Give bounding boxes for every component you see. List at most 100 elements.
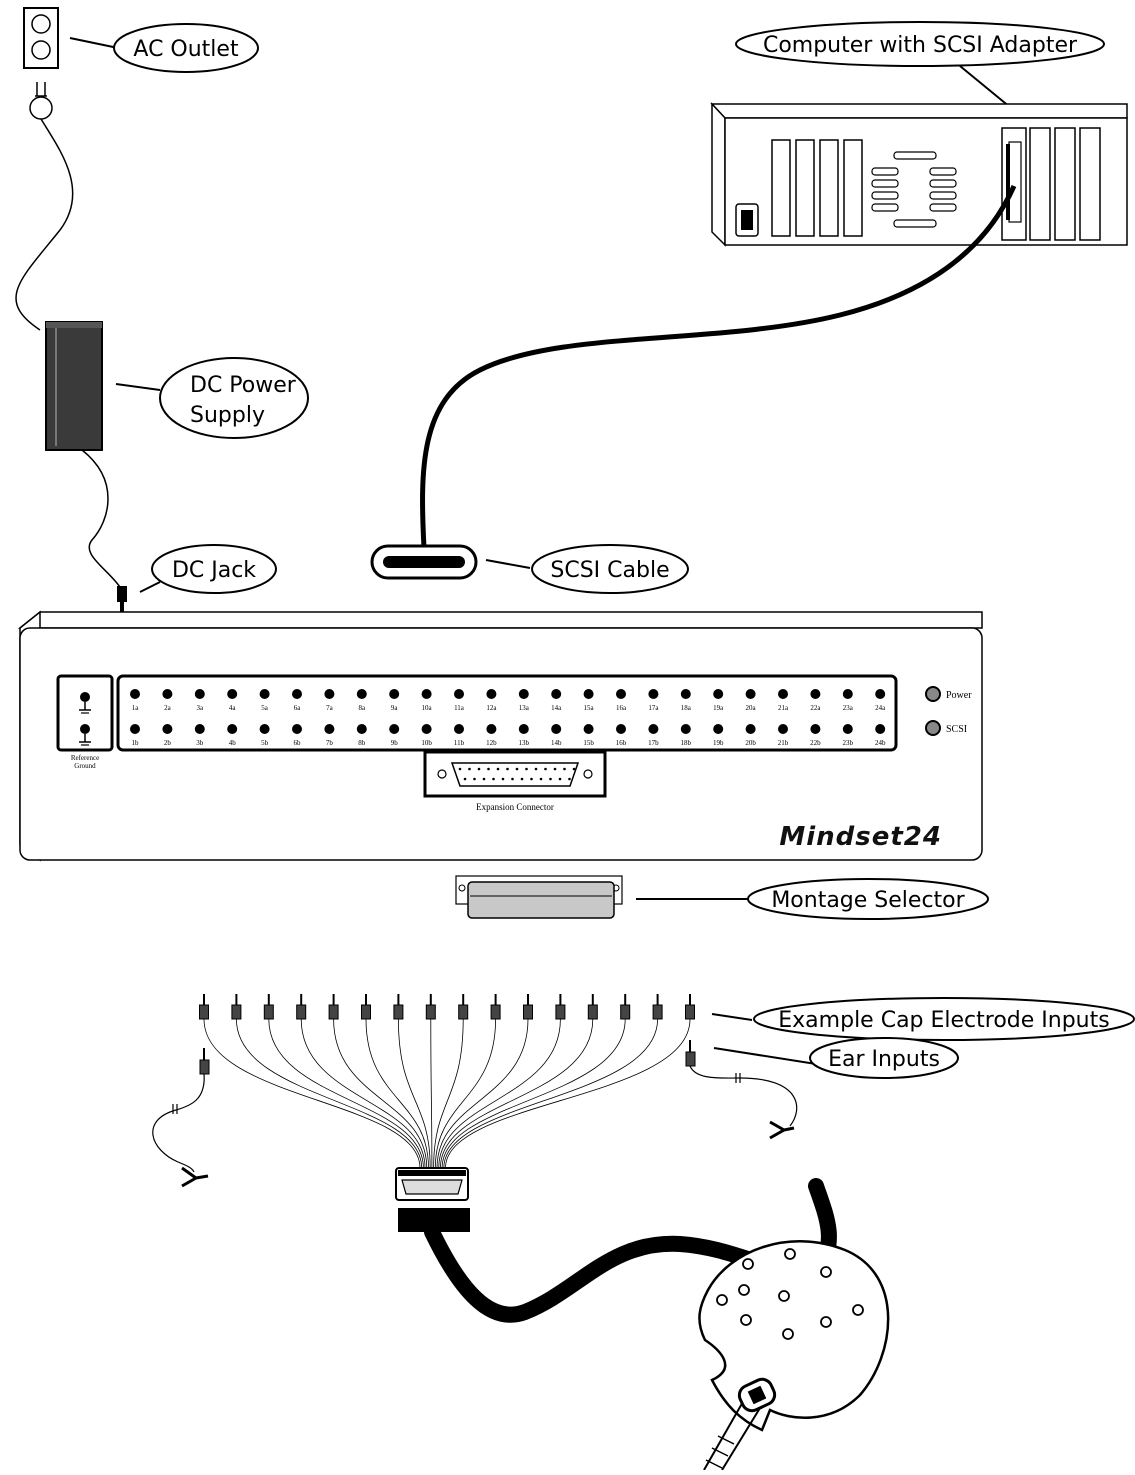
channel-jack-6b (292, 724, 302, 734)
expansion-pin (544, 767, 547, 771)
channel-label-2b: 2b (164, 739, 172, 747)
channel-label-23b: 23b (843, 739, 854, 747)
expansion-connector (423, 750, 607, 798)
cap-electrode-input (425, 994, 436, 1169)
electrode-cap (698, 1240, 890, 1432)
channel-label-1a: 1a (132, 704, 140, 712)
channel-label-13b: 13b (519, 739, 530, 747)
cap-electrode-input (445, 994, 695, 1169)
expansion-pin (515, 767, 519, 771)
channel-label-7b: 7b (326, 739, 334, 747)
channel-jack-22a (810, 689, 821, 699)
reference-ground-jack-1 (79, 692, 91, 714)
mindset24-brand: Mindset24 (779, 822, 942, 852)
channel-label-21b: 21b (778, 739, 789, 747)
expansion-pin (530, 777, 533, 781)
channel-label-17b: 17b (648, 739, 659, 747)
expansion-pin (558, 777, 562, 781)
channel-label-19b: 19b (713, 739, 724, 747)
channel-jack-14a (551, 689, 562, 699)
channel-jack-21b (778, 724, 788, 734)
montage-selector-label: Montage Selector (771, 888, 965, 913)
channel-label-7a: 7a (326, 704, 334, 712)
channel-label-10b: 10b (421, 739, 432, 747)
channel-jack-8b (356, 724, 367, 734)
channel-label-1b: 1b (132, 739, 140, 747)
dc-power-supply (45, 321, 103, 451)
dc-power-label-line2: Supply (190, 403, 265, 428)
channel-jack-10a (421, 689, 432, 699)
channel-label-9b: 9b (391, 739, 399, 747)
channel-label-19a: 19a (713, 704, 724, 712)
expansion-pin (496, 767, 500, 771)
channel-label-14b: 14b (551, 739, 562, 747)
channel-jack-19b (713, 724, 724, 734)
scsi-led-label: SCSI (946, 724, 967, 735)
scsi-cable-connector (370, 544, 478, 580)
channel-jack-10b (421, 724, 432, 734)
channel-jack-24b (875, 724, 886, 734)
channel-jack-2b (162, 724, 173, 734)
cap-inputs-label: Example Cap Electrode Inputs (778, 1008, 1109, 1033)
channel-jack-20b (745, 724, 756, 734)
channel-jack-9a (389, 689, 400, 699)
expansion-pin (520, 777, 524, 781)
channel-jack-18a (680, 689, 691, 699)
power-led (925, 686, 941, 702)
channel-label-8a: 8a (358, 704, 366, 712)
expansion-pin (525, 767, 528, 771)
expansion-pin (458, 767, 462, 771)
cap-electrode-input (199, 994, 421, 1169)
cap-electrode-input (440, 994, 598, 1169)
expansion-pin (473, 777, 476, 781)
channel-label-20a: 20a (746, 704, 757, 712)
channel-jack-12b (486, 724, 497, 734)
scsi-led (925, 720, 941, 736)
channel-jack-18b (680, 724, 691, 734)
channel-label-3a: 3a (196, 704, 204, 712)
scsi-cable-callout: SCSI Cable (531, 544, 689, 594)
channel-jack-4b (227, 724, 238, 734)
ear-inputs-label: Ear Inputs (828, 1047, 940, 1072)
ear-inputs-callout: Ear Inputs (809, 1037, 959, 1079)
channel-label-18a: 18a (681, 704, 692, 712)
montage-selector-callout: Montage Selector (747, 878, 989, 920)
channel-label-22b: 22b (810, 739, 821, 747)
channel-label-11b: 11b (454, 739, 465, 747)
channel-jack-5b (259, 724, 270, 734)
channel-jack-4a (227, 689, 238, 699)
channel-jack-20a (745, 689, 756, 699)
channel-jack-17b (648, 724, 659, 734)
channel-label-12a: 12a (486, 704, 497, 712)
chin-strap (703, 1377, 777, 1471)
channel-jack-15a (583, 689, 594, 699)
channel-label-2a: 2a (164, 704, 172, 712)
expansion-pin (463, 777, 467, 781)
channel-jack-1a (130, 689, 140, 699)
channel-label-17a: 17a (648, 704, 659, 712)
channel-jack-16b (616, 724, 626, 734)
ear-input-right (685, 1040, 798, 1140)
channel-label-18b: 18b (681, 739, 692, 747)
ac-outlet-label: AC Outlet (133, 37, 239, 62)
channel-label-24a: 24a (875, 704, 886, 712)
channel-label-14a: 14a (551, 704, 562, 712)
channel-label-15a: 15a (584, 704, 595, 712)
channel-label-6b: 6b (294, 739, 302, 747)
expansion-pin (482, 777, 486, 781)
computer-callout: Computer with SCSI Adapter (735, 21, 1105, 67)
channel-label-5b: 5b (261, 739, 269, 747)
dc-jack-callout: DC Jack (151, 544, 277, 594)
channel-label-23a: 23a (843, 704, 854, 712)
cap-electrode-input (433, 994, 469, 1169)
channel-panel (116, 674, 898, 752)
channel-jack-13b (518, 724, 529, 734)
expansion-pin (539, 777, 543, 781)
expansion-pin (549, 777, 552, 781)
power-led-label: Power (946, 690, 972, 701)
channel-jack-14b (551, 724, 562, 734)
